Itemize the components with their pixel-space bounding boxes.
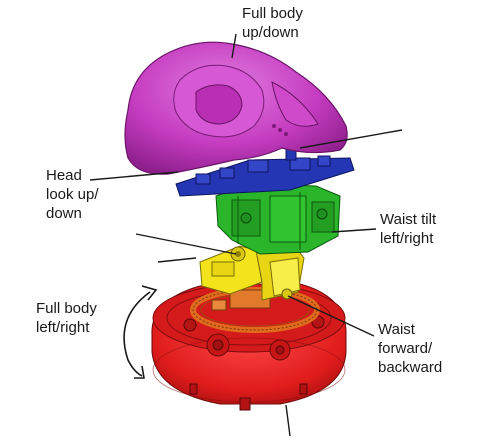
label-waist-forward-backward: Waist forward/ backward (378, 320, 442, 377)
label-head-look: Head look up/ down (46, 166, 99, 223)
waist-tilt-frame-part (215, 183, 341, 255)
leader-left-mid-2 (157, 257, 197, 263)
label-line: Full body (242, 5, 303, 22)
label-line: down (46, 205, 82, 222)
leader-head-look (89, 171, 179, 181)
head-shell-part (124, 41, 348, 175)
label-line: left/right (36, 319, 90, 336)
leader-upper-right (299, 129, 403, 149)
leader-lines (89, 33, 403, 437)
leader-waist-tilt (331, 228, 377, 233)
rotation-arrow-icon (123, 285, 158, 379)
leader-bottom (285, 404, 291, 437)
waist-forward-frame-part (199, 245, 305, 301)
label-line: up/down (242, 24, 299, 41)
label-line: Waist (378, 321, 415, 338)
label-line: look up/ (46, 186, 99, 203)
label-full-body-left-right: Full body left/right (36, 299, 97, 337)
label-line: left/right (380, 230, 434, 247)
label-line: backward (378, 359, 443, 376)
label-line: Waist tilt (380, 211, 437, 228)
label-line: forward/ (378, 340, 433, 357)
leader-full-body-up-down (231, 33, 237, 59)
leader-left-mid (135, 233, 237, 255)
leader-waist-forward (287, 295, 375, 337)
gear-ring-part (190, 287, 320, 333)
label-full-body-up-down: Full body up/down (242, 4, 303, 42)
label-waist-tilt: Waist tilt left/right (380, 210, 436, 248)
label-line: Head (46, 167, 82, 184)
label-line: Full body (36, 300, 97, 317)
